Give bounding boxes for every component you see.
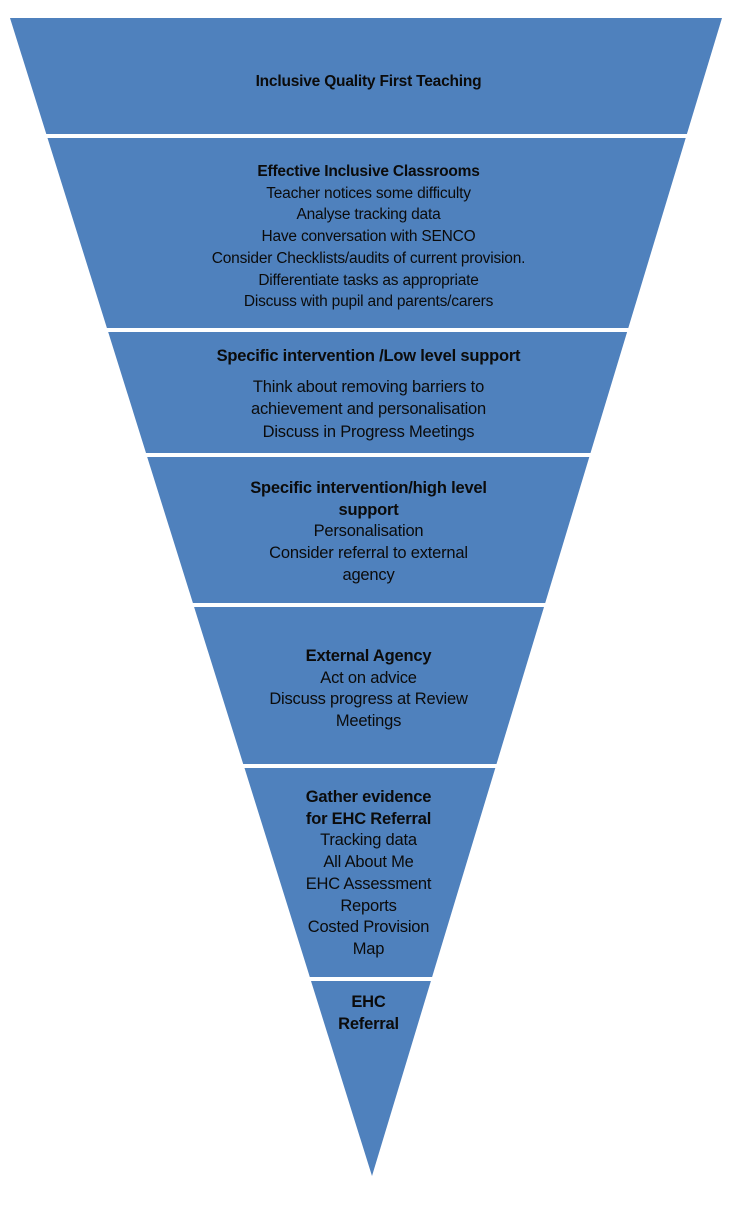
- band-4-line: Personalisation: [313, 522, 424, 541]
- band-7-text: EHC Referral: [0, 992, 737, 1035]
- band-6-line: All About Me: [323, 853, 414, 872]
- pyramid-band-7: [311, 981, 431, 1176]
- band-2-line: Have conversation with SENCO: [261, 228, 476, 246]
- pyramid-band-1: [10, 18, 722, 134]
- band-3-line: achievement and personalisation: [250, 400, 487, 418]
- band-2-line: Analyse tracking data: [296, 206, 441, 224]
- band-4-line: Consider referral to external: [269, 544, 468, 563]
- band-6-line: EHC Assessment: [305, 874, 432, 893]
- band-1-title: Inclusive Quality First Teaching: [255, 73, 482, 90]
- band-2-line: Differentiate tasks as appropriate: [258, 271, 479, 289]
- band-6-line: Reports: [340, 896, 397, 915]
- band-6-title: Gather evidence: [305, 788, 432, 806]
- band-1-text: Inclusive Quality First Teaching: [0, 71, 737, 93]
- band-7-title: EHC: [351, 993, 386, 1011]
- pyramid-band-5: [194, 607, 544, 764]
- band-2-title: Effective Inclusive Classrooms: [257, 163, 480, 180]
- pyramid-band-2: [47, 138, 686, 328]
- band-2-text: Effective Inclusive Classrooms Teacher n…: [0, 161, 737, 313]
- band-3-title: Specific intervention /Low level support: [216, 347, 521, 365]
- band-6-line: Costed Provision: [307, 918, 430, 937]
- band-5-line: Discuss progress at Review: [269, 690, 468, 709]
- band-4-title-cont: support: [338, 500, 399, 519]
- band-4-text: Specific intervention/high level support…: [0, 478, 737, 587]
- band-2-line: Teacher notices some difficulty: [266, 184, 471, 202]
- pyramid-band-3: [108, 332, 628, 453]
- band-5-line: Act on advice: [320, 668, 417, 687]
- band-3-text: Specific intervention /Low level support…: [0, 345, 737, 443]
- band-5-text: External Agency Act on advice Discuss pr…: [0, 646, 737, 733]
- band-3-line: Think about removing barriers to: [252, 377, 485, 396]
- band-6-text: Gather evidence for EHC Referral Trackin…: [0, 787, 737, 961]
- band-6-title-cont: for EHC Referral: [305, 809, 432, 828]
- band-2-line: Consider Checklists/audits of current pr…: [211, 249, 526, 267]
- band-4-line: agency: [342, 565, 395, 584]
- band-7-title-cont: Referral: [338, 1014, 399, 1033]
- pyramid-band-6: [244, 768, 496, 977]
- band-3-line: Discuss in Progress Meetings: [262, 422, 475, 441]
- band-2-line: Discuss with pupil and parents/carers: [243, 293, 494, 311]
- band-5-line: Meetings: [335, 712, 402, 731]
- band-6-line: Map: [352, 939, 385, 958]
- pyramid-band-4: [147, 457, 590, 603]
- band-4-title: Specific intervention/high level: [250, 479, 487, 497]
- band-5-title: External Agency: [305, 647, 432, 665]
- band-6-line: Tracking data: [320, 831, 417, 850]
